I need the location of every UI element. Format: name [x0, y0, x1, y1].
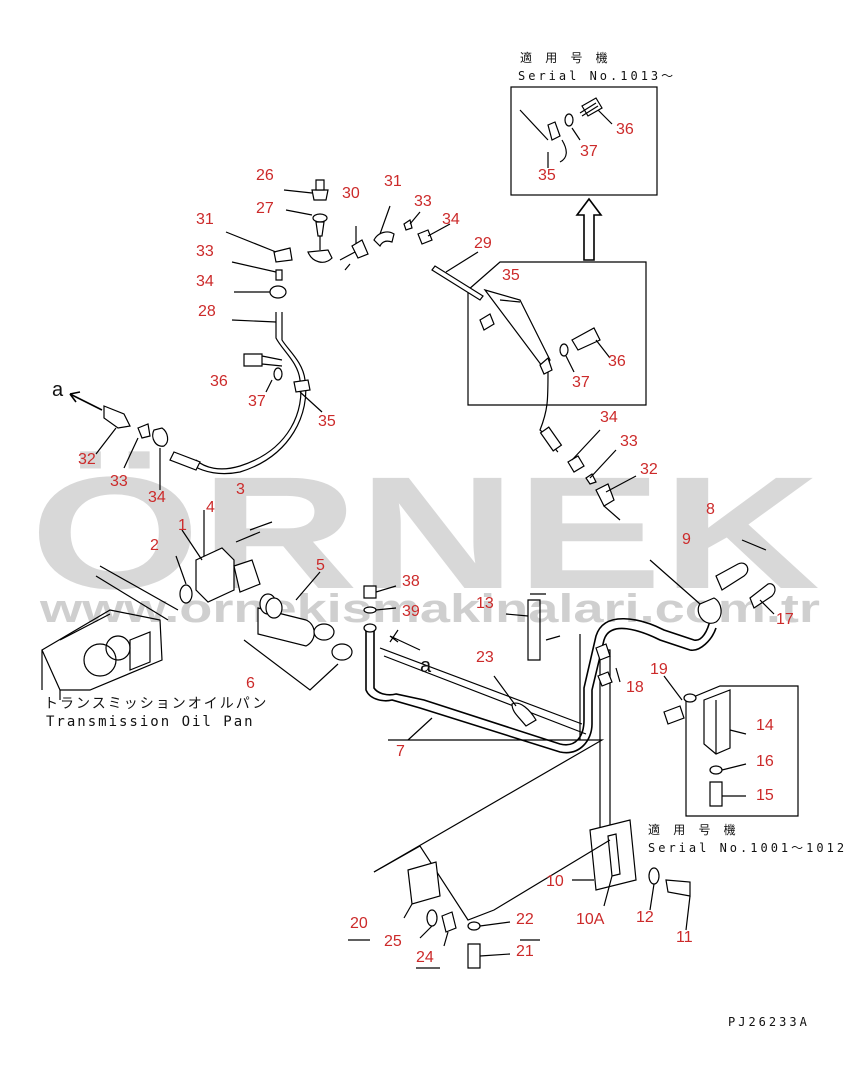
callout: 37 [572, 374, 590, 391]
callout: 4 [206, 499, 215, 516]
bracket-10 [572, 819, 691, 931]
callout: 34 [196, 273, 214, 290]
callout: 12 [636, 909, 654, 926]
view-a-label: a [52, 379, 64, 401]
clamp-bracket-shape [519, 109, 567, 163]
callout: 33 [110, 473, 128, 490]
inset-middle [467, 261, 647, 406]
callout: 1 [178, 517, 187, 534]
adapter-block [195, 547, 235, 603]
bracket-20 [348, 739, 611, 969]
callout: 35 [318, 413, 336, 430]
callout: 34 [600, 409, 618, 426]
callout: 39 [402, 603, 420, 620]
callout: 11 [676, 929, 693, 946]
callout: 32 [78, 451, 96, 468]
callout: 8 [706, 501, 715, 518]
inset-bottom-caption-jp: 適 用 号 機 [648, 822, 739, 837]
callout: 15 [756, 787, 774, 804]
callout: 31 [384, 173, 402, 190]
fitting-chain-top [225, 179, 451, 299]
pipe-7 [365, 627, 717, 754]
callout: 3 [236, 481, 245, 498]
callout: 5 [316, 557, 325, 574]
callout: 35 [538, 167, 556, 184]
callout: 36 [616, 121, 634, 138]
rod-29 [431, 265, 484, 301]
callout: 10A [576, 911, 605, 928]
callout: 9 [682, 531, 691, 548]
callout: 31 [196, 211, 214, 228]
view-a-label-2: a [420, 655, 432, 677]
inset-top: 適 用 号 機 Serial No.1013～ [510, 50, 676, 196]
callout: 19 [650, 661, 668, 678]
inset-top-caption-serial: Serial No.1013～ [518, 69, 676, 83]
callout: 33 [196, 243, 214, 260]
callout: 38 [402, 573, 420, 590]
inset-bracket-14 [685, 685, 799, 817]
callout: 30 [342, 185, 360, 202]
washer-shape [564, 113, 574, 127]
callout: 34 [442, 211, 460, 228]
callout: 22 [516, 911, 534, 928]
callout: 33 [414, 193, 432, 210]
bracket-13 [527, 599, 541, 661]
callout: 35 [502, 267, 520, 284]
callout: 37 [580, 143, 598, 160]
transmission-label-en: Transmission Oil Pan [46, 714, 255, 730]
inset-top-caption-jp: 適 用 号 機 [520, 50, 611, 65]
callout: 20 [350, 915, 368, 932]
callout: 23 [476, 649, 494, 666]
callout: 7 [396, 743, 405, 760]
callout: 27 [256, 200, 274, 217]
transmission-label-jp: トランスミッションオイルパン [44, 696, 268, 712]
callout: 18 [626, 679, 644, 696]
callout: 17 [776, 611, 794, 628]
inset-bottom-caption-serial: Serial No.1001～1012 [648, 841, 847, 855]
callout: 6 [246, 675, 255, 692]
drawing-code: PJ26233A [728, 1015, 810, 1029]
callout: 16 [756, 753, 774, 770]
callout: 34 [148, 489, 166, 506]
callout: 10 [546, 873, 564, 890]
transmission-pan [41, 565, 179, 700]
up-arrow [575, 197, 603, 261]
callout: 29 [474, 235, 492, 252]
callout: 32 [640, 461, 658, 478]
elbow-9 [697, 597, 722, 624]
callout: 25 [384, 933, 402, 950]
callout: 21 [516, 943, 534, 960]
callout: 36 [210, 373, 228, 390]
watermark-brand: ÖRNEK [30, 443, 820, 622]
callout: 33 [620, 433, 638, 450]
callout: 26 [256, 167, 274, 184]
bolt-shape [581, 97, 603, 117]
callout: 24 [416, 949, 434, 966]
hose-28 [195, 312, 302, 470]
callout: 37 [248, 393, 266, 410]
callout: 13 [476, 595, 494, 612]
callout: 14 [756, 717, 774, 734]
plug-2 [179, 584, 193, 604]
callout: 28 [198, 303, 216, 320]
callout: 2 [150, 537, 159, 554]
callout: 36 [608, 353, 626, 370]
